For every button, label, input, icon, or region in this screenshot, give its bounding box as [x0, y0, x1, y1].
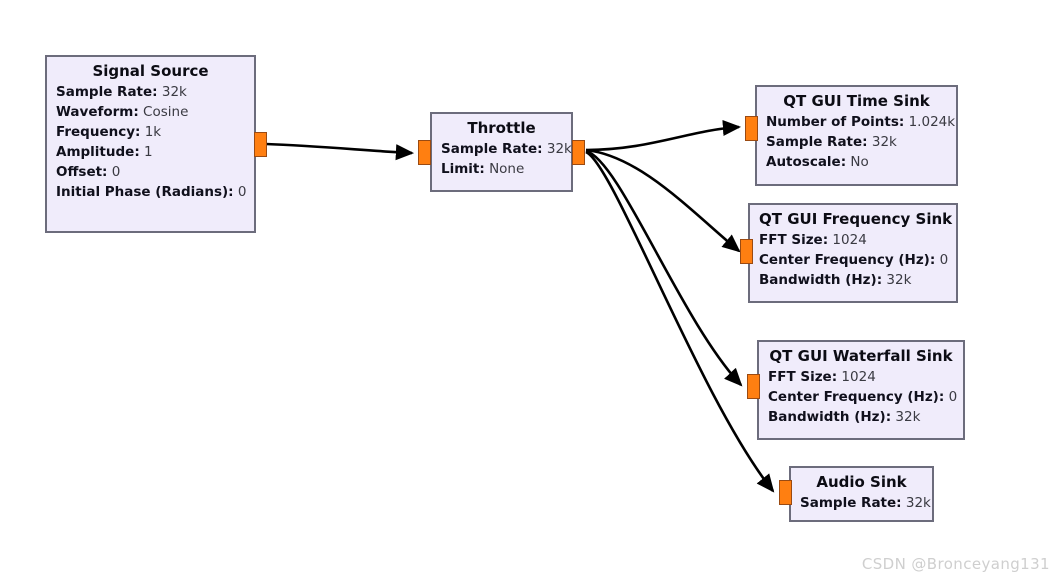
wire-throttle-to-frequency-sink: [585, 148, 741, 253]
param-row: Autoscale: No: [766, 153, 947, 173]
param-value: 0: [111, 163, 121, 180]
param-row: Sample Rate: 32k: [766, 133, 947, 153]
param-row: Limit: None: [441, 160, 562, 180]
param-key: Bandwidth (Hz):: [759, 271, 883, 288]
param-value: 1024: [832, 231, 867, 248]
block-qt-gui-time-sink[interactable]: QT GUI Time Sink Number of Points: 1.024…: [755, 85, 958, 186]
watermark-text: CSDN @Bronceyang131: [861, 555, 1050, 573]
param-row: Sample Rate: 32k: [800, 494, 931, 514]
param-key: Amplitude:: [56, 143, 140, 160]
param-key: Bandwidth (Hz):: [768, 408, 892, 425]
param-row: Center Frequency (Hz): 0: [768, 388, 957, 408]
block-title: Throttle: [467, 119, 536, 137]
param-key: Offset:: [56, 163, 108, 180]
param-value: 0: [237, 183, 247, 200]
param-row: Waveform: Cosine: [56, 103, 245, 123]
param-key: Number of Points:: [766, 113, 905, 130]
param-key: Sample Rate:: [800, 494, 902, 511]
block-qt-gui-waterfall-sink[interactable]: QT GUI Waterfall Sink FFT Size: 1024 Cen…: [757, 340, 965, 440]
param-row: Bandwidth (Hz): 32k: [759, 271, 947, 291]
block-signal-source[interactable]: Signal Source Sample Rate: 32k Waveform:…: [45, 55, 256, 233]
param-key: Limit:: [441, 160, 485, 177]
wire-throttle-to-time-sink: [585, 119, 742, 152]
param-key: Center Frequency (Hz):: [759, 251, 936, 268]
block-title: QT GUI Frequency Sink: [759, 210, 953, 228]
param-value: 1024: [841, 368, 876, 385]
wire-signalsource-to-throttle: [265, 142, 415, 161]
port-qt-gui-time-sink-input[interactable]: [745, 116, 758, 141]
param-key: Frequency:: [56, 123, 141, 140]
param-key: Sample Rate:: [56, 83, 158, 100]
param-key: Autoscale:: [766, 153, 847, 170]
port-qt-gui-waterfall-sink-input[interactable]: [747, 374, 760, 399]
param-key: FFT Size:: [768, 368, 838, 385]
block-throttle[interactable]: Throttle Sample Rate: 32k Limit: None: [430, 112, 573, 192]
wire-throttle-to-waterfall-sink: [585, 149, 743, 387]
param-row: Sample Rate: 32k: [441, 140, 572, 160]
param-value: 32k: [546, 140, 572, 157]
param-row: FFT Size: 1024: [759, 231, 947, 251]
param-value: 1.024k: [908, 113, 956, 130]
param-value: 1: [144, 143, 153, 160]
param-row: FFT Size: 1024: [768, 368, 954, 388]
port-signal-source-output[interactable]: [254, 132, 267, 157]
param-value: 32k: [895, 408, 921, 425]
param-value: None: [489, 160, 525, 177]
param-key: FFT Size:: [759, 231, 829, 248]
param-value: Cosine: [143, 103, 189, 120]
param-key: Initial Phase (Radians):: [56, 183, 234, 200]
param-key: Center Frequency (Hz):: [768, 388, 945, 405]
param-value: No: [850, 153, 869, 170]
port-audio-sink-input[interactable]: [779, 480, 792, 505]
param-value: 1k: [144, 123, 162, 140]
param-row: Center Frequency (Hz): 0: [759, 251, 949, 271]
block-qt-gui-frequency-sink[interactable]: QT GUI Frequency Sink FFT Size: 1024 Cen…: [748, 203, 958, 303]
param-row: Initial Phase (Radians): 0: [56, 183, 247, 203]
param-row: Amplitude: 1: [56, 143, 245, 163]
param-key: Waveform:: [56, 103, 139, 120]
block-title: Signal Source: [92, 62, 209, 80]
block-title: QT GUI Waterfall Sink: [769, 347, 953, 365]
block-title: Audio Sink: [816, 473, 907, 491]
param-value: 32k: [905, 494, 931, 511]
port-throttle-output[interactable]: [572, 140, 585, 165]
param-row: Number of Points: 1.024k: [766, 113, 955, 133]
param-value: 32k: [886, 271, 912, 288]
param-row: Offset: 0: [56, 163, 245, 183]
param-value: 0: [948, 388, 958, 405]
wire-throttle-to-audio-sink: [585, 150, 775, 493]
param-row: Sample Rate: 32k: [56, 83, 245, 103]
port-throttle-input[interactable]: [418, 140, 431, 165]
param-row: Frequency: 1k: [56, 123, 245, 143]
param-key: Sample Rate:: [766, 133, 868, 150]
param-key: Sample Rate:: [441, 140, 543, 157]
param-value: 0: [939, 251, 949, 268]
param-row: Bandwidth (Hz): 32k: [768, 408, 954, 428]
port-qt-gui-frequency-sink-input[interactable]: [740, 239, 753, 264]
block-title: QT GUI Time Sink: [783, 92, 930, 110]
param-value: 32k: [871, 133, 897, 150]
param-value: 32k: [161, 83, 187, 100]
block-audio-sink[interactable]: Audio Sink Sample Rate: 32k: [789, 466, 934, 522]
